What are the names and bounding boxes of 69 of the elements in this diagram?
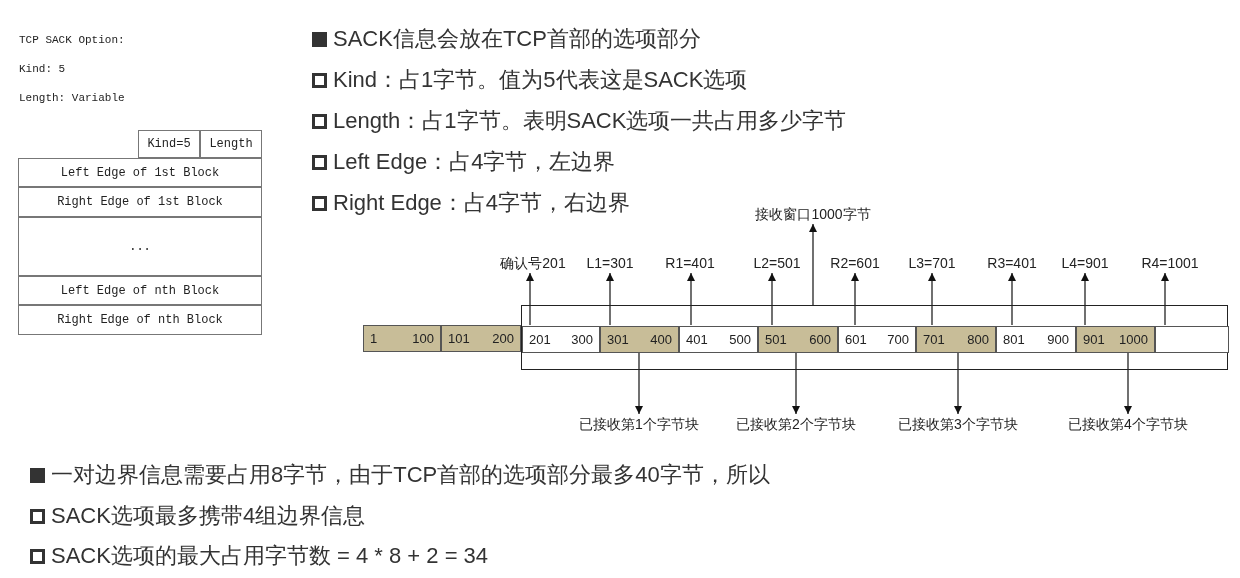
byte-number: 101: [448, 331, 470, 346]
pointer-label: 已接收第1个字节块: [564, 414, 714, 434]
option-text: TCP SACK Option:: [19, 34, 125, 46]
bullet-text: 一对边界信息需要占用8字节，由于TCP首部的选项部分最多40字节，所以: [51, 461, 770, 489]
pointer-label: 已接收第4个字节块: [1053, 414, 1203, 434]
field-cell: Length: [200, 130, 262, 158]
byte-number: 701: [923, 332, 945, 347]
bullet-text: Kind：占1字节。值为5代表这是SACK选项: [333, 66, 748, 94]
byte-number: 1000: [1119, 332, 1148, 347]
byte-segment: [600, 326, 679, 353]
byte-number: 901: [1083, 332, 1105, 347]
byte-number: 801: [1003, 332, 1025, 347]
arrow: [927, 272, 937, 326]
arrow: [850, 272, 860, 326]
bullet-text: Length：占1字节。表明SACK选项一共占用多少字节: [333, 107, 847, 135]
byte-segment: [758, 326, 838, 353]
option-text: Kind: 5: [19, 63, 66, 75]
byte-number: 800: [967, 332, 989, 347]
byte-segment: [522, 326, 600, 353]
byte-number: 400: [650, 332, 672, 347]
arrow: [686, 272, 696, 326]
arrow: [525, 272, 535, 326]
option-text: Length: Variable: [19, 92, 125, 104]
arrow: [808, 223, 818, 306]
pointer-label: 已接收第2个字节块: [721, 414, 871, 434]
window-label: 接收窗口1000字节: [753, 204, 873, 224]
field-cell: Left Edge of 1st Block: [18, 158, 262, 187]
byte-number: 601: [845, 332, 867, 347]
byte-number: 100: [412, 331, 434, 346]
byte-number: 301: [607, 332, 629, 347]
byte-number: 1: [370, 331, 378, 346]
arrow: [953, 351, 963, 415]
arrow: [791, 351, 801, 415]
arrow: [605, 272, 615, 326]
arrow: [1123, 351, 1133, 415]
arrow: [1080, 272, 1090, 326]
byte-segment: [996, 326, 1076, 353]
bullet-text: Right Edge：占4字节，右边界: [333, 189, 631, 217]
arrow: [767, 272, 777, 326]
field-cell: ...: [18, 217, 262, 276]
byte-number: 401: [686, 332, 708, 347]
bullet-text: SACK选项最多携带4组边界信息: [51, 502, 366, 530]
bullet-text: SACK选项的最大占用字节数 = 4 * 8 + 2 = 34: [51, 542, 489, 570]
byte-segment: [916, 326, 996, 353]
arrow: [1007, 272, 1017, 326]
byte-number: 300: [571, 332, 593, 347]
byte-segment: [363, 325, 441, 352]
bullet-text: Left Edge：占4字节，左边界: [333, 148, 616, 176]
pointer-label: 已接收第3个字节块: [883, 414, 1033, 434]
byte-number: 700: [887, 332, 909, 347]
byte-number: 500: [729, 332, 751, 347]
field-cell: Right Edge of 1st Block: [18, 187, 262, 217]
bullet-text: SACK信息会放在TCP首部的选项部分: [333, 25, 701, 53]
byte-segment: [679, 326, 758, 353]
byte-number: 900: [1047, 332, 1069, 347]
byte-number: 200: [492, 331, 514, 346]
arrow: [634, 351, 644, 415]
field-cell: Left Edge of nth Block: [18, 276, 262, 305]
window-box: [521, 305, 1228, 370]
field-cell: Kind=5: [138, 130, 200, 158]
byte-number: 201: [529, 332, 551, 347]
byte-segment: [838, 326, 916, 353]
byte-segment: [1076, 326, 1155, 353]
byte-number: 501: [765, 332, 787, 347]
byte-number: 600: [809, 332, 831, 347]
field-cell: Right Edge of nth Block: [18, 305, 262, 335]
arrow: [1160, 272, 1170, 326]
byte-segment: [441, 325, 521, 352]
byte-segment: [1155, 326, 1229, 353]
